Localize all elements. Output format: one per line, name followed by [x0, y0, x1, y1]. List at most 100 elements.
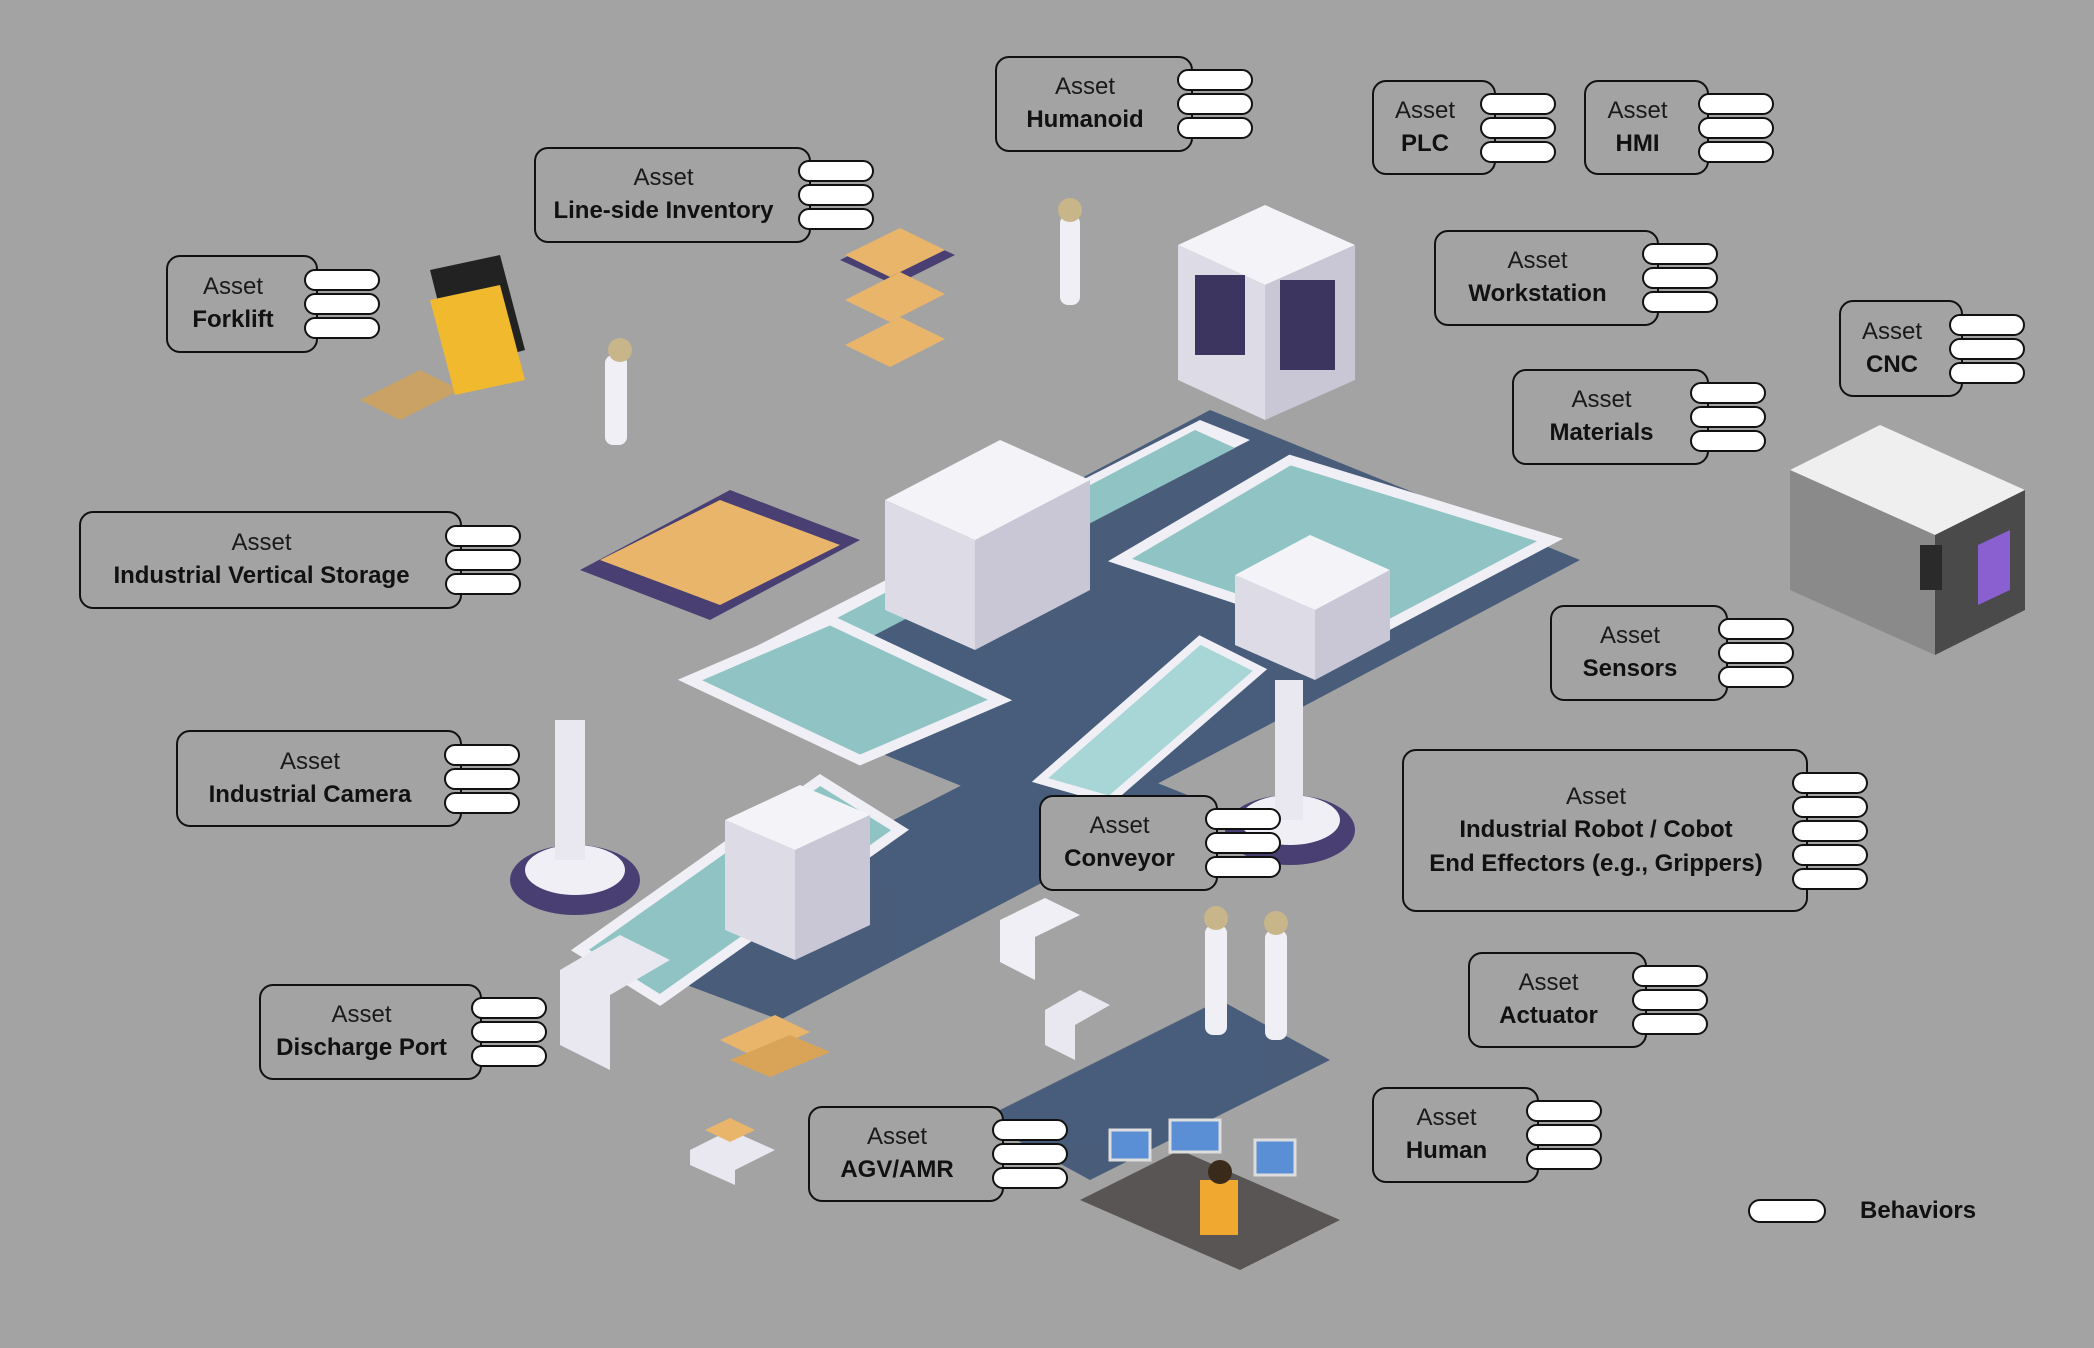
behavior-slot[interactable] [1698, 140, 1774, 163]
behavior-slot[interactable] [1526, 1148, 1602, 1170]
asset-name: Workstation [1468, 280, 1607, 307]
behavior-slot[interactable] [1718, 642, 1794, 664]
behavior-slot[interactable] [1718, 666, 1794, 688]
behavior-slot[interactable] [1690, 406, 1766, 428]
behavior-slot[interactable] [304, 317, 380, 339]
behavior-slot[interactable] [471, 1045, 547, 1067]
agv-robot [690, 1118, 775, 1185]
behavior-slot[interactable] [1632, 965, 1708, 987]
behavior-slot[interactable] [1718, 618, 1794, 640]
asset-name: Humanoid [1026, 106, 1144, 133]
asset-kind-label: Asset [633, 164, 694, 191]
behavior-slot[interactable] [1690, 382, 1766, 404]
behavior-slot[interactable] [1642, 291, 1718, 313]
behavior-slot[interactable] [1792, 843, 1868, 866]
behavior-slot[interactable] [1177, 117, 1253, 139]
behavior-slot[interactable] [1632, 1013, 1708, 1035]
behavior-slot[interactable] [1177, 93, 1253, 115]
behavior-slot[interactable] [1949, 361, 2025, 384]
behavior-slot[interactable] [1792, 795, 1868, 818]
behavior-slot[interactable] [1698, 92, 1774, 115]
asset-name: CNC [1866, 350, 1918, 378]
behavior-slot[interactable] [1642, 267, 1718, 289]
behavior-slot[interactable] [1792, 771, 1868, 794]
asset-name: AGV/AMR [840, 1156, 954, 1183]
asset-kind-label: Asset [1599, 622, 1661, 649]
behavior-slot[interactable] [1480, 92, 1556, 115]
behavior-slot[interactable] [1177, 69, 1253, 91]
behavior-slot[interactable] [1205, 808, 1281, 830]
behavior-slot[interactable] [1792, 819, 1868, 842]
asset-name: Industrial Camera [208, 780, 412, 808]
asset-kind-label: Asset [331, 1001, 392, 1028]
asset-name: Forklift [192, 306, 274, 333]
legend-label: Behaviors [1860, 1197, 1977, 1224]
asset-name: Materials [1549, 419, 1654, 446]
asset-kind-label: Asset [866, 1123, 928, 1150]
behavior-slot[interactable] [1632, 989, 1708, 1011]
behavior-slot[interactable] [304, 269, 380, 291]
behavior-slot[interactable] [798, 160, 874, 182]
behavior-slot[interactable] [1698, 116, 1774, 139]
behavior-slot[interactable] [444, 743, 520, 766]
behavior-slot[interactable] [1526, 1100, 1602, 1122]
behavior-slot[interactable] [471, 997, 547, 1019]
behavior-slot[interactable] [1205, 856, 1281, 878]
behavior-slot[interactable] [445, 525, 521, 547]
asset-kind-label: Asset [1571, 386, 1632, 413]
behavior-slot[interactable] [445, 573, 521, 595]
behavior-slot[interactable] [444, 791, 520, 814]
behavior-slot[interactable] [445, 549, 521, 571]
behavior-slot[interactable] [992, 1167, 1068, 1189]
asset-kind-label: Asset [279, 747, 341, 775]
behavior-slot[interactable] [444, 767, 520, 790]
asset-name: Sensors [1582, 655, 1678, 682]
behavior-slot[interactable] [1205, 832, 1281, 854]
behavior-slot[interactable] [304, 293, 380, 315]
behavior-slot[interactable] [1642, 243, 1718, 265]
behavior-slot[interactable] [1949, 337, 2025, 360]
behavior-slot[interactable] [1480, 116, 1556, 139]
asset-kind-label: Asset [1054, 73, 1116, 100]
asset-kind-label: Asset [1394, 96, 1456, 124]
behavior-slot[interactable] [992, 1119, 1068, 1141]
behavior-slot[interactable] [798, 184, 874, 206]
asset-name: Conveyor [1064, 845, 1175, 872]
asset-name-line2: End Effectors (e.g., Grippers) [1429, 849, 1763, 877]
asset-kind-label: Asset [1607, 96, 1668, 124]
behavior-slot[interactable] [1480, 140, 1556, 163]
behavior-slot[interactable] [471, 1021, 547, 1043]
behavior-slot[interactable] [1690, 430, 1766, 452]
behavior-slot[interactable] [798, 208, 874, 230]
behavior-slot[interactable] [1949, 313, 2025, 336]
asset-kind-label: Asset [231, 529, 292, 556]
behavior-slot[interactable] [1792, 867, 1868, 890]
behavior-slot[interactable] [992, 1143, 1068, 1165]
behavior-slot[interactable] [1526, 1124, 1602, 1146]
